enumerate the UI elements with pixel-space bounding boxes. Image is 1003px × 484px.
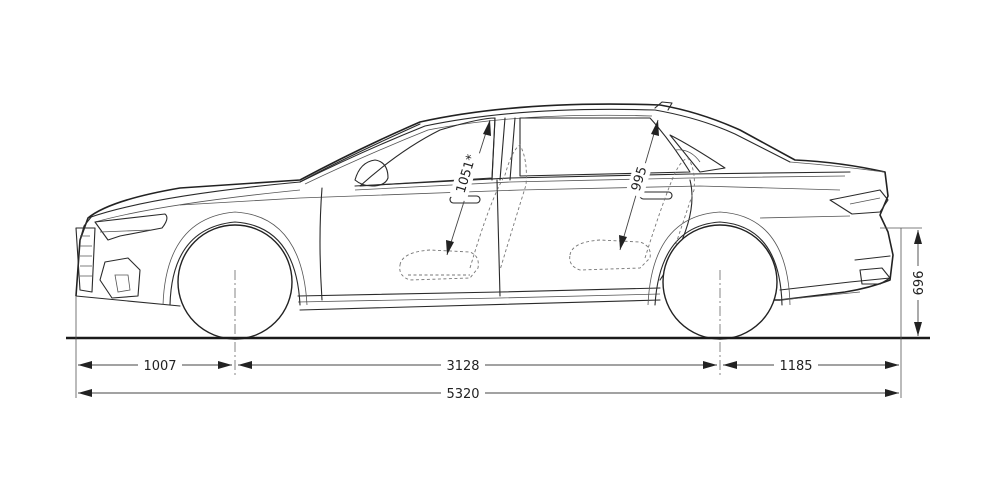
car-body	[75, 101, 894, 311]
rear-headroom-label: 995	[629, 165, 651, 193]
front-wheel	[177, 224, 293, 340]
front-overhang-label: 1007	[143, 359, 176, 374]
rear-height-label: 696	[912, 271, 927, 296]
dimension-front-headroom: 1051*	[446, 119, 491, 256]
rear-wheel	[662, 224, 778, 340]
dimension-wheelbase: 3128	[238, 356, 717, 374]
dimension-overall-length: 5320	[78, 384, 899, 402]
dimension-front-overhang: 1007	[78, 356, 232, 374]
dimension-rear-headroom: 995	[619, 119, 659, 251]
seat-outlines	[399, 144, 695, 281]
dimension-rear-height: 696	[909, 230, 927, 336]
overall-length-label: 5320	[446, 387, 479, 402]
dimension-rear-overhang: 1185	[723, 356, 899, 374]
rear-overhang-label: 1185	[779, 359, 812, 374]
wheelbase-label: 3128	[446, 359, 479, 374]
